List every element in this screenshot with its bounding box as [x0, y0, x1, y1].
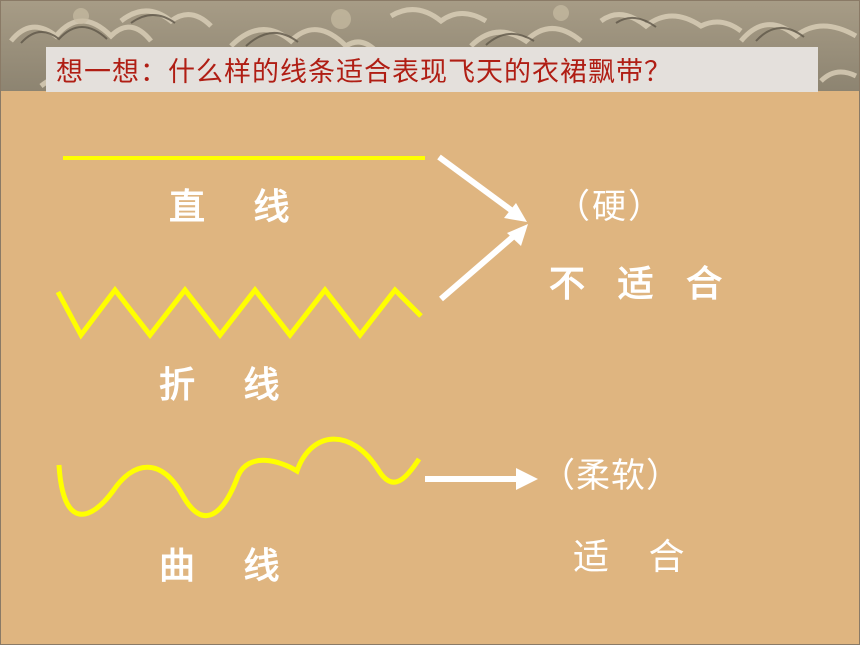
- curve-line-label: 曲 线: [159, 546, 298, 587]
- hard-tag: （硬）: [556, 187, 664, 227]
- question-text: 想一想：什么样的线条适合表现飞天的衣裙飘带？: [56, 57, 672, 88]
- zigzag-line: [55, 285, 423, 340]
- arrow-straight-to-hard: [437, 154, 527, 222]
- straight-line-label: 直 线: [169, 187, 308, 228]
- soft-tag: （柔软）: [541, 456, 681, 496]
- suitable-label: 适 合: [573, 537, 699, 578]
- arrow-zigzag-to-hard: [439, 224, 528, 302]
- not-suitable-label: 不 适 合: [549, 264, 733, 305]
- arrow-curve-to-soft: [425, 468, 538, 490]
- question-bar: 想一想：什么样的线条适合表现飞天的衣裙飘带？: [46, 47, 818, 92]
- zigzag-line-label: 折 线: [159, 365, 298, 406]
- curve-line: [56, 436, 422, 519]
